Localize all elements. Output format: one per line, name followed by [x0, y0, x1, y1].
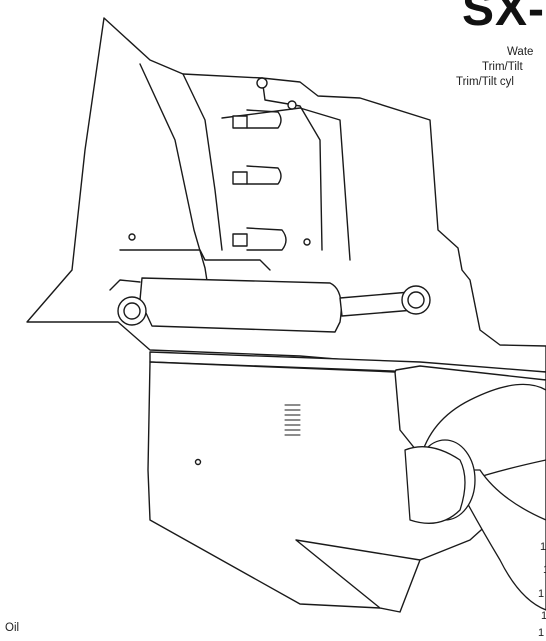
housing-screw [256, 77, 268, 89]
ref-number: 1 [538, 588, 545, 600]
cylinder-mount [109, 279, 141, 291]
housing-bolt [232, 171, 248, 185]
cylinder-pivot-front-inner [123, 302, 141, 320]
upper-housing-detail [139, 63, 211, 301]
model-title: SX- [462, 0, 546, 36]
ref-number: 1 [540, 541, 546, 553]
callout-oil: Oil [5, 622, 20, 634]
housing-screw [128, 233, 136, 241]
gearcase-skeg [295, 539, 421, 613]
housing-slot [246, 109, 282, 129]
ref-number: 1 [541, 610, 546, 622]
propeller [404, 383, 546, 611]
ref-number: 1 [543, 565, 546, 576]
upper-housing-detail [261, 77, 323, 251]
housing-screw [287, 100, 297, 110]
housing-screw [303, 238, 311, 246]
trim-tilt-cylinder [139, 277, 342, 333]
water-intake-grille [284, 404, 301, 436]
ref-number: 1 [538, 627, 545, 639]
upper-housing-detail [221, 107, 351, 261]
cylinder-pivot-rear-inner [407, 291, 425, 309]
housing-slot [246, 165, 282, 185]
housing-bolt [232, 233, 248, 247]
callout-trim-tilt: Trim/Tilt [482, 61, 523, 73]
callout-water-pump: Wate [507, 46, 534, 58]
upper-housing-detail [182, 73, 223, 251]
upper-housing-detail [119, 249, 271, 271]
housing-slot [246, 227, 287, 251]
callout-trim-tilt-cylinder: Trim/Tilt cyl [456, 76, 514, 88]
housing-bolt [232, 115, 248, 129]
gearcase-drain [194, 458, 202, 466]
